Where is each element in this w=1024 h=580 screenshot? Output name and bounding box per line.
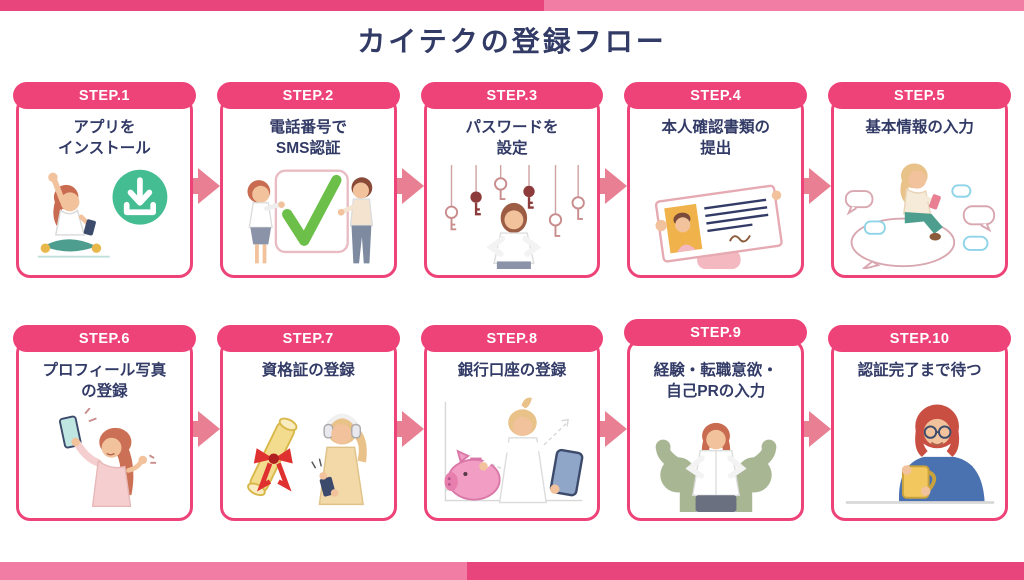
step-label: STEP.1	[78, 87, 130, 104]
arrow-right-icon	[192, 409, 220, 454]
step-badge: STEP.2	[216, 82, 400, 109]
wait-for-approval-illustration	[838, 382, 1002, 518]
step-badge: STEP.5	[828, 82, 1011, 109]
piggy-bank-icon	[444, 449, 501, 501]
bottom-bar-left	[0, 562, 467, 580]
step-card-body: 経験・転職意欲・ 自己PRの入力	[627, 339, 805, 521]
step-card-6: STEP.6 プロフィール写真 の登録	[13, 325, 196, 521]
bank-account-illustration	[430, 382, 594, 518]
install-app-illustration	[22, 160, 186, 275]
self-pr-illustration	[634, 403, 798, 518]
arrow-right-icon	[192, 166, 220, 211]
step-title: 銀行口座の登録	[457, 362, 567, 379]
password-keys-illustration	[430, 160, 594, 275]
arrow-right-icon	[600, 409, 628, 454]
step-label: STEP.4	[690, 87, 742, 104]
step-badge: STEP.6	[13, 325, 196, 352]
step-badge: STEP.3	[420, 82, 604, 109]
id-card-illustration	[634, 160, 798, 275]
step-card-body: アプリを インストール	[16, 96, 193, 278]
selfie-illustration	[22, 403, 186, 518]
step-card-2: STEP.2 電話番号で SMS認証	[216, 82, 400, 278]
step-badge: STEP.1	[13, 82, 196, 109]
bottom-bar-right	[467, 562, 1024, 580]
step-label: STEP.7	[282, 330, 334, 347]
step-title: 経験・転職意欲・ 自己PRの入力	[653, 362, 778, 400]
step-label: STEP.3	[486, 87, 538, 104]
arrow-right-icon	[600, 166, 628, 211]
step-card-3: STEP.3 パスワードを 設定	[420, 82, 604, 278]
step-card-body: 資格証の登録	[219, 339, 397, 521]
sms-verification-illustration	[226, 160, 390, 275]
step-label: STEP.9	[690, 324, 742, 341]
step-badge: STEP.10	[828, 325, 1011, 352]
step-title: 電話番号で SMS認証	[269, 119, 347, 157]
steps-row-2: STEP.6 プロフィール写真 の登録	[13, 319, 1011, 521]
steps-row-1: STEP.1 アプリを インストール	[13, 82, 1011, 278]
top-bar-right	[544, 0, 1024, 11]
step-card-body: プロフィール写真 の登録	[16, 339, 193, 521]
step-title: 認証完了まで待つ	[857, 362, 982, 379]
id-card-icon	[654, 184, 783, 263]
step-badge: STEP.8	[420, 325, 604, 352]
step-card-10: STEP.10 認証完了まで待つ	[828, 325, 1011, 521]
basic-info-illustration	[838, 139, 1002, 275]
license-illustration	[226, 382, 390, 518]
step-badge: STEP.4	[624, 82, 808, 109]
step-label: STEP.5	[894, 87, 946, 104]
muscle-arms-icon	[655, 439, 777, 512]
step-label: STEP.6	[78, 330, 130, 347]
arrow-right-icon	[396, 166, 424, 211]
step-card-body: パスワードを 設定	[423, 96, 601, 278]
step-badge: STEP.9	[624, 319, 808, 346]
step-badge: STEP.7	[216, 325, 400, 352]
speech-bubbles-icon	[844, 184, 995, 251]
step-label: STEP.2	[282, 87, 334, 104]
step-card-5: STEP.5 基本情報の入力	[828, 82, 1011, 278]
arrow-right-icon	[804, 166, 832, 211]
top-bar-left	[0, 0, 544, 11]
arrow-right-icon	[804, 409, 832, 454]
step-card-body: 基本情報の入力	[831, 96, 1008, 278]
glasses-icon	[923, 425, 951, 439]
keys-icon	[444, 177, 585, 237]
step-label: STEP.10	[889, 330, 950, 347]
step-title: パスワードを 設定	[465, 119, 559, 157]
page-title: カイテクの登録フロー	[357, 26, 667, 57]
step-card-1: STEP.1 アプリを インストール	[13, 82, 196, 278]
step-title: アプリを インストール	[58, 119, 151, 157]
step-card-body: 銀行口座の登録	[423, 339, 601, 521]
step-card-7: STEP.7 資格証の登録	[216, 325, 400, 521]
step-title: 本人確認書類の 提出	[661, 119, 771, 157]
step-card-4: STEP.4 本人確認書類の 提出	[624, 82, 808, 278]
step-card-body: 電話番号で SMS認証	[219, 96, 397, 278]
checkmark-icon	[282, 174, 342, 246]
step-title: 基本情報の入力	[865, 119, 974, 136]
step-card-9: STEP.9 経験・転職意欲・ 自己PRの入力	[624, 319, 808, 521]
step-card-8: STEP.8 銀行口座の登録	[420, 325, 604, 521]
step-card-body: 本人確認書類の 提出	[627, 96, 805, 278]
step-card-body: 認証完了まで待つ	[831, 339, 1008, 521]
step-label: STEP.8	[486, 330, 538, 347]
step-title: プロフィール写真 の登録	[42, 362, 167, 400]
arrow-right-icon	[396, 409, 424, 454]
step-title: 資格証の登録	[261, 362, 355, 379]
